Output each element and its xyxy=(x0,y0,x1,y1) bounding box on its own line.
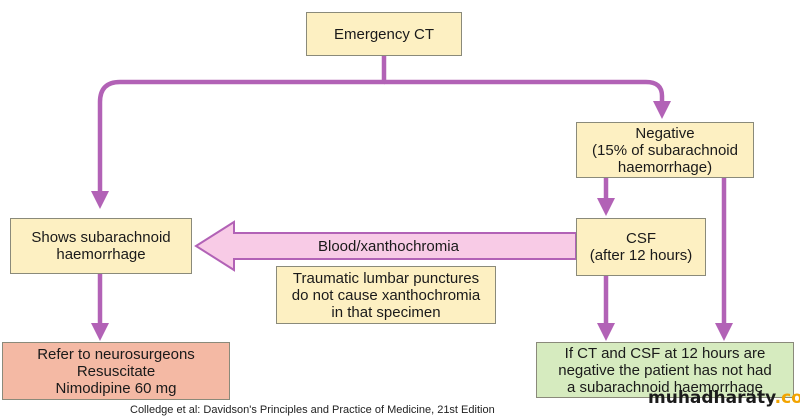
node-csf: CSF (after 12 hours) xyxy=(576,218,706,276)
node-ct-csf-negative: If CT and CSF at 12 hours are negative t… xyxy=(536,342,794,398)
source-caption: Colledge et al: Davidson's Principles an… xyxy=(130,404,495,416)
node-emergency-ct: Emergency CT xyxy=(306,12,462,56)
site-watermark: muhadharaty.com xyxy=(648,388,800,408)
big-arrow-blood-xanthochromia xyxy=(194,220,577,272)
arrow-ct-branch xyxy=(91,56,387,209)
node-shows-sah: Shows subarachnoid haemorrhage xyxy=(10,218,192,274)
node-refer-neurosurgeons: Refer to neurosurgeons Resuscitate Nimod… xyxy=(2,342,230,400)
arrow-ct-to-negative xyxy=(384,79,671,119)
node-traumatic-lp: Traumatic lumbar punctures do not cause … xyxy=(276,266,496,324)
node-negative: Negative (15% of subarachnoid haemorrhag… xyxy=(576,122,754,178)
edge-label-blood-xanthochromia: Blood/xanthochromia xyxy=(318,238,459,255)
